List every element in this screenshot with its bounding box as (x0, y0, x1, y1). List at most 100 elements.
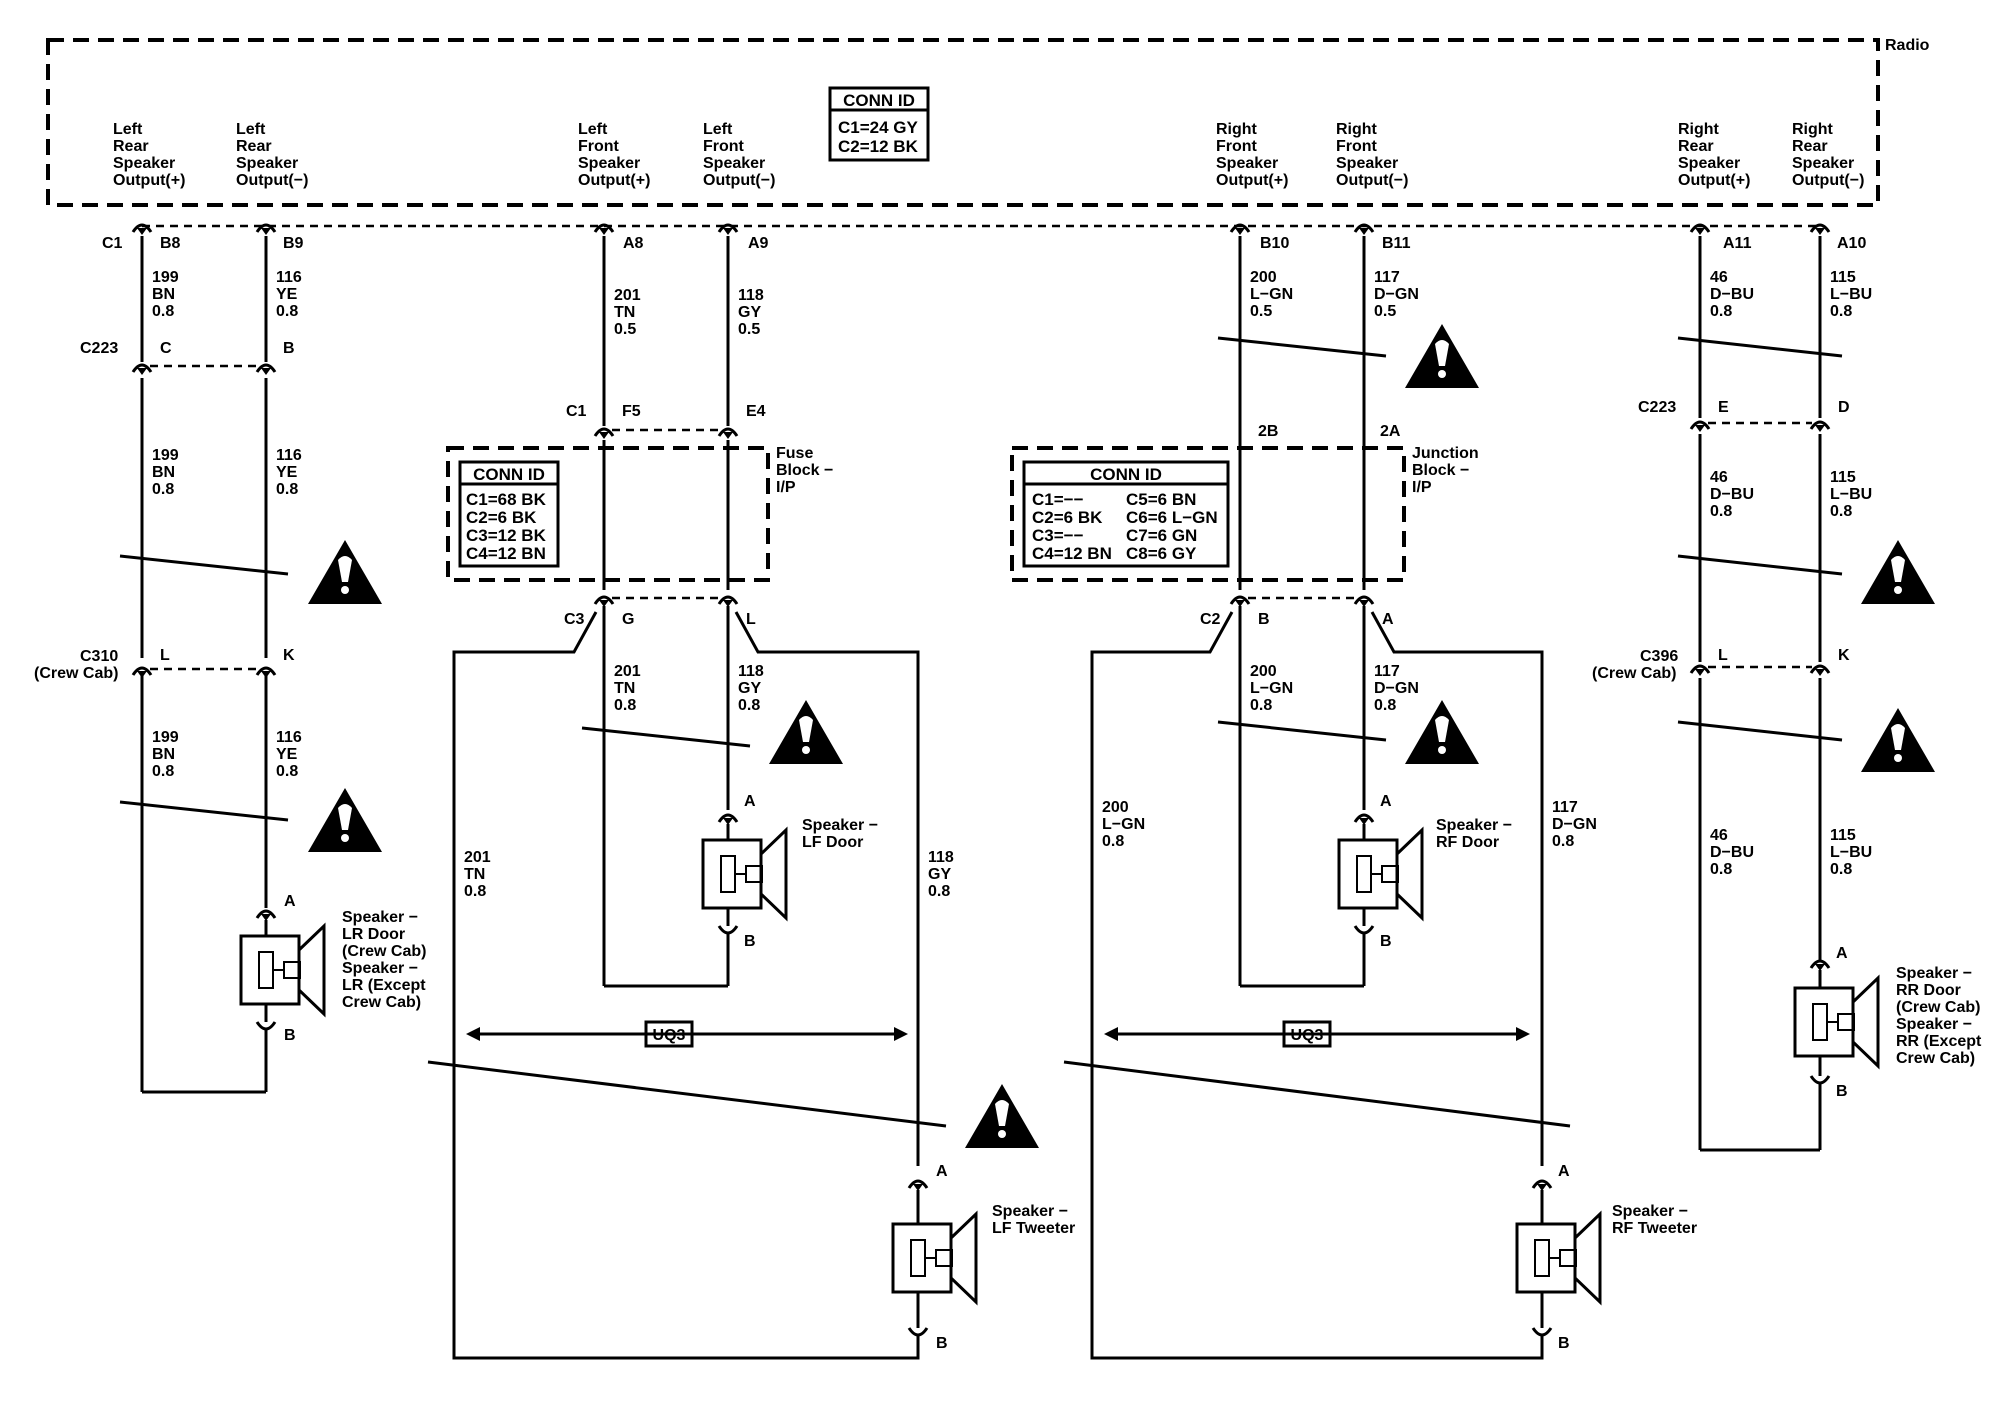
svg-text:115: 115 (1830, 469, 1856, 486)
warning-icon (965, 1084, 1039, 1148)
svg-text:0.8: 0.8 (1710, 303, 1732, 320)
connector-terminal (1229, 595, 1251, 607)
pin-label: B (1258, 611, 1270, 628)
svg-text:117: 117 (1374, 663, 1400, 680)
svg-text:201: 201 (614, 287, 641, 304)
svg-text:201: 201 (464, 849, 491, 866)
svg-text:115: 115 (1830, 269, 1856, 286)
svg-text:D−GN: D−GN (1374, 286, 1419, 303)
svg-text:0.5: 0.5 (1374, 303, 1396, 320)
svg-text:Speaker −: Speaker − (1612, 1203, 1688, 1220)
svg-text:Speaker −: Speaker − (802, 817, 878, 834)
svg-text:0.8: 0.8 (276, 763, 298, 780)
connector-terminal (593, 223, 615, 235)
pin-label: A11 (1723, 235, 1752, 252)
svg-text:Rear: Rear (1792, 138, 1828, 155)
svg-text:Right: Right (1792, 121, 1834, 138)
pin-label: B (936, 1335, 948, 1352)
connector-terminal (255, 363, 277, 375)
pin-label: E (1718, 399, 1729, 416)
svg-text:Speaker −: Speaker − (342, 909, 418, 926)
connector-label: C223 (1638, 399, 1676, 416)
connector-terminal (1809, 959, 1831, 971)
svg-text:(Crew Cab): (Crew Cab) (342, 943, 426, 960)
radio-conn-row: C2=12 BK (838, 137, 919, 156)
pin-label: B9 (283, 235, 304, 252)
connector-sublabel: (Crew Cab) (1592, 665, 1676, 682)
svg-text:0.8: 0.8 (1102, 833, 1124, 850)
pin-label: 2B (1258, 423, 1278, 440)
svg-text:Front: Front (1336, 138, 1378, 155)
svg-text:Speaker: Speaker (236, 155, 298, 172)
connector-terminal (717, 813, 739, 825)
speaker-rf-tweeter-symbol (1515, 1179, 1602, 1337)
svg-text:0.5: 0.5 (614, 321, 636, 338)
pin-label: A9 (748, 235, 769, 252)
fuse-block-ip: CONN ID C1=68 BK C2=6 BK C3=12 BK C4=12 … (446, 445, 833, 582)
svg-text:0.8: 0.8 (1710, 503, 1732, 520)
svg-text:Front: Front (703, 138, 745, 155)
svg-text:Speaker: Speaker (1792, 155, 1854, 172)
radio-conn-id-box (828, 86, 930, 162)
svg-text:YE: YE (276, 286, 298, 303)
svg-text:0.8: 0.8 (1830, 303, 1852, 320)
svg-text:RF Door: RF Door (1436, 834, 1499, 851)
svg-text:199: 199 (152, 729, 179, 746)
connector-label: C2 (1200, 611, 1221, 628)
svg-text:L−GN: L−GN (1102, 816, 1145, 833)
svg-text:0.8: 0.8 (1830, 503, 1852, 520)
junction-block-ip: CONN ID C1=−− C2=6 BK C3=−− C4=12 BN C5=… (1010, 445, 1479, 582)
svg-text:115: 115 (1830, 827, 1856, 844)
pin-label: L (746, 611, 756, 628)
connector-terminal (1353, 813, 1375, 825)
speaker-rr-label: Speaker −RR Door(Crew Cab)Speaker −RR (E… (1896, 965, 1982, 1067)
pin-label: B (283, 340, 295, 357)
pin-label: A8 (623, 235, 644, 252)
svg-text:0.8: 0.8 (152, 481, 174, 498)
connector-sublabel: (Crew Cab) (34, 665, 118, 682)
pin-label: B (1380, 933, 1392, 950)
svg-text:L−BU: L−BU (1830, 844, 1872, 861)
svg-text:D−BU: D−BU (1710, 286, 1754, 303)
connector-terminal (255, 223, 277, 235)
connector-label: C223 (80, 340, 118, 357)
svg-text:LF Tweeter: LF Tweeter (992, 1220, 1075, 1237)
svg-text:C2=6 BK: C2=6 BK (466, 508, 537, 527)
connector-terminal (1531, 1327, 1553, 1337)
svg-text:RR (Except: RR (Except (1896, 1033, 1982, 1050)
svg-text:201: 201 (614, 663, 641, 680)
svg-text:0.8: 0.8 (152, 763, 174, 780)
svg-text:Output(−): Output(−) (703, 172, 775, 189)
connector-terminal (255, 909, 277, 921)
svg-text:L−BU: L−BU (1830, 486, 1872, 503)
svg-text:0.5: 0.5 (1250, 303, 1272, 320)
connector-terminal (131, 363, 153, 375)
connector-terminal (1689, 420, 1711, 432)
svg-text:117: 117 (1374, 269, 1400, 286)
svg-text:C4=12 BN: C4=12 BN (1032, 544, 1112, 563)
svg-text:C3=12 BK: C3=12 BK (466, 526, 547, 545)
svg-text:0.8: 0.8 (1374, 697, 1396, 714)
svg-text:Right: Right (1678, 121, 1720, 138)
svg-text:LR Door: LR Door (342, 926, 405, 943)
svg-text:Output(+): Output(+) (1678, 172, 1750, 189)
svg-text:0.8: 0.8 (1250, 697, 1272, 714)
svg-text:Speaker: Speaker (1678, 155, 1740, 172)
svg-text:TN: TN (614, 304, 635, 321)
svg-text:0.8: 0.8 (1552, 833, 1574, 850)
svg-text:C1=68 BK: C1=68 BK (466, 490, 547, 509)
speaker-symbols (239, 813, 1880, 1337)
svg-text:200: 200 (1250, 269, 1277, 286)
option-label: UQ3 (653, 1027, 686, 1044)
svg-text:Output(+): Output(+) (113, 172, 185, 189)
pin-label: K (283, 647, 295, 664)
